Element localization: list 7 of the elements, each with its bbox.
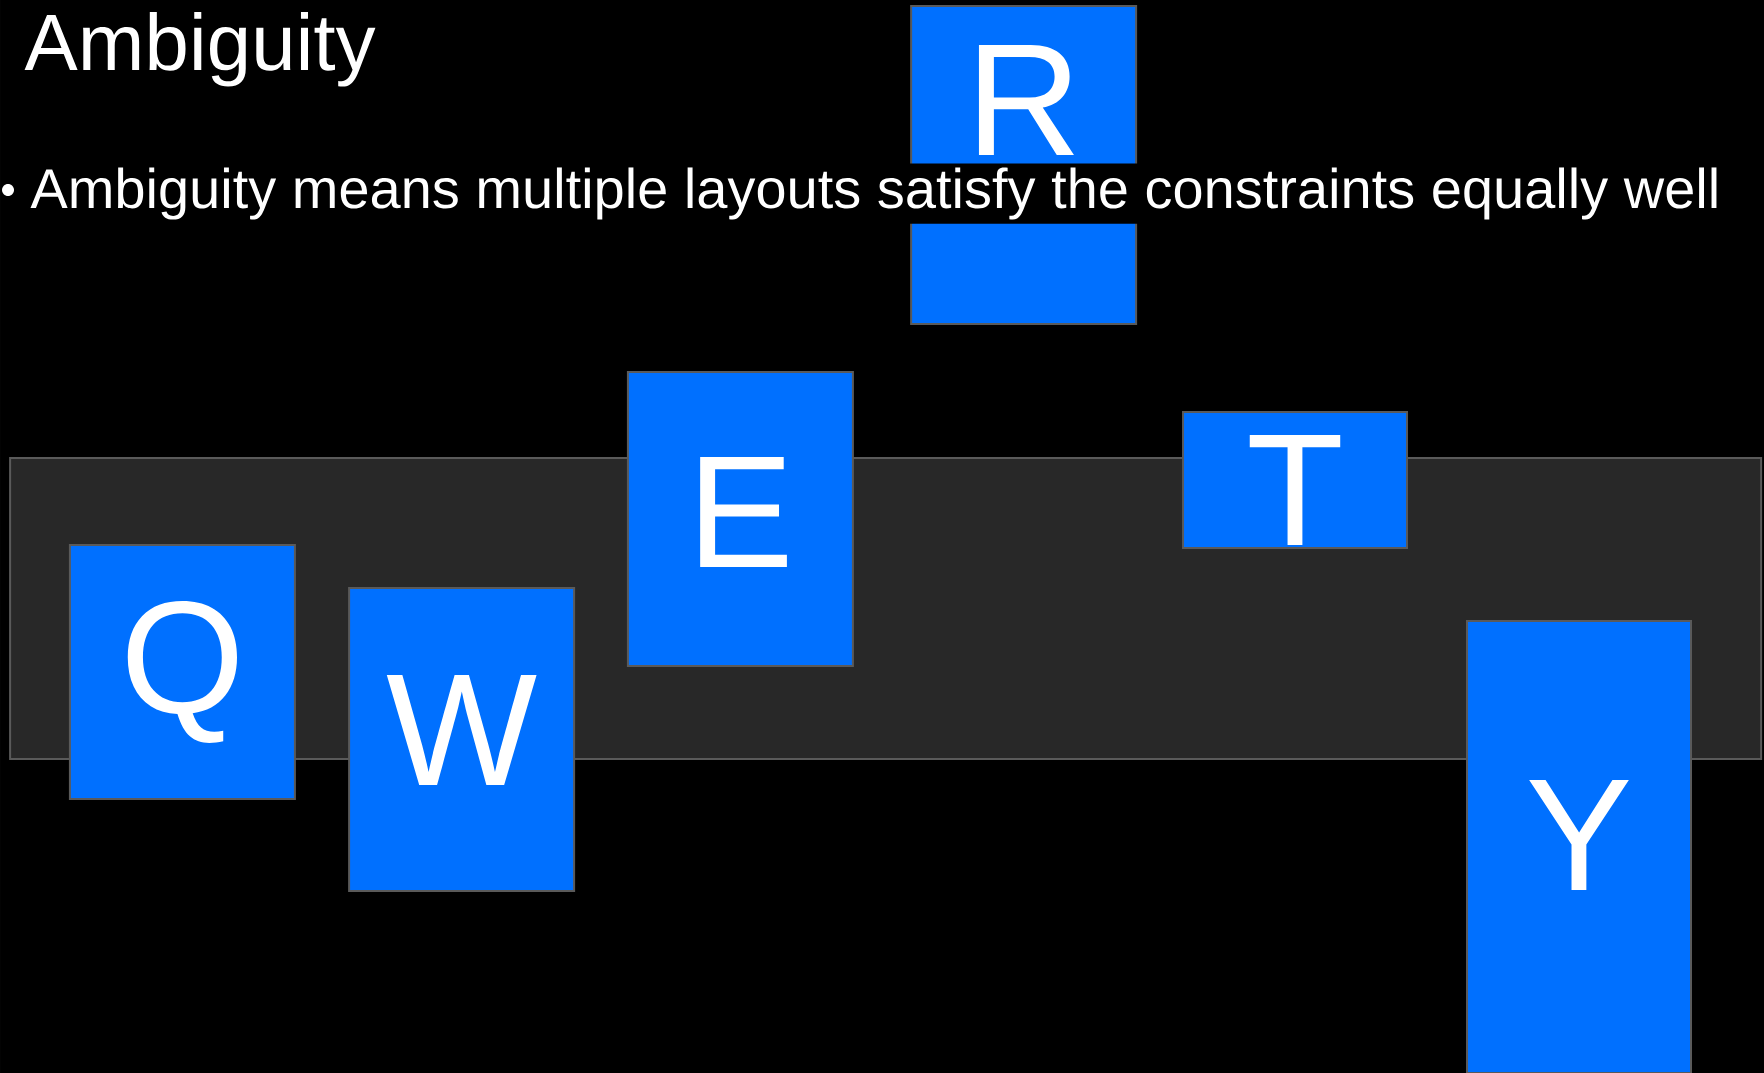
letter-key: W: [348, 587, 576, 893]
slide-title: Ambiguity: [24, 12, 376, 87]
letter-key: Y: [1466, 620, 1692, 1073]
letter-key: Q: [68, 544, 296, 800]
letter-key: T: [1182, 411, 1408, 549]
bullet-text: Ambiguity means multiple layouts satisfy the constraints equally well: [26, 163, 1725, 224]
letter-key: E: [626, 371, 854, 667]
